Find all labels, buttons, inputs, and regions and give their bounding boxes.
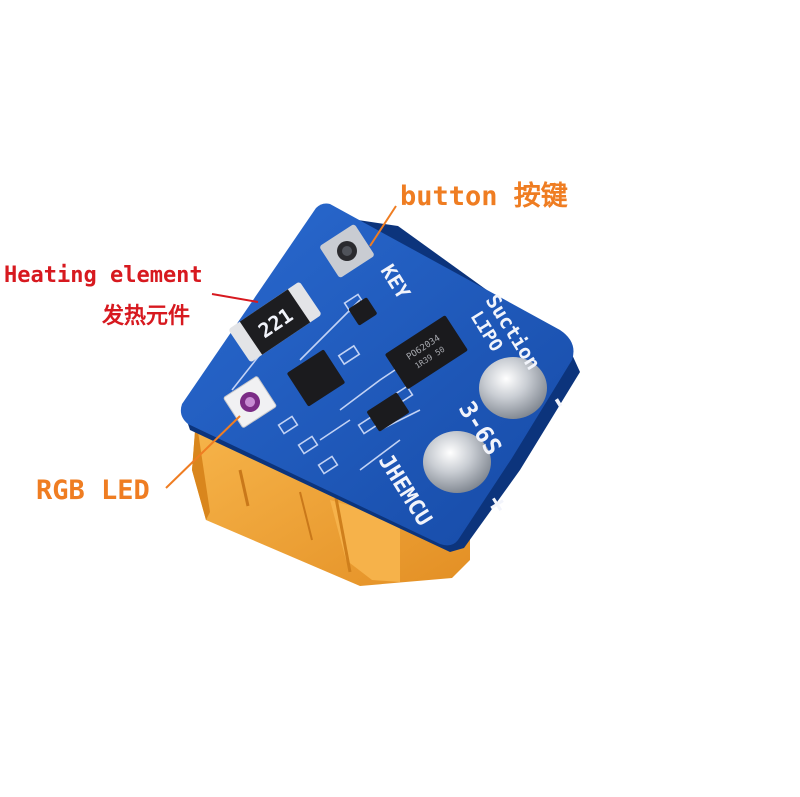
small-chip [348, 297, 377, 326]
solder-pad-minus [479, 357, 547, 419]
button-leader-line [369, 205, 397, 247]
mcu-chip [287, 350, 345, 406]
rgb-led-label: RGB LED [36, 475, 150, 506]
heating-element-label: Heating element [4, 263, 203, 288]
rgb-leader-line [165, 415, 241, 489]
main-ic: PO62034 1R39 50 [385, 315, 468, 389]
button-label: button 按键 [400, 181, 568, 212]
heating-resistor: 221 [229, 282, 321, 362]
solder-pad-plus [423, 431, 491, 493]
heating-element-label-cn: 发热元件 [102, 304, 191, 329]
rgb-led [223, 376, 277, 428]
heating-leader-line [211, 293, 259, 303]
mosfet-chip [367, 392, 409, 432]
push-button [320, 224, 374, 278]
